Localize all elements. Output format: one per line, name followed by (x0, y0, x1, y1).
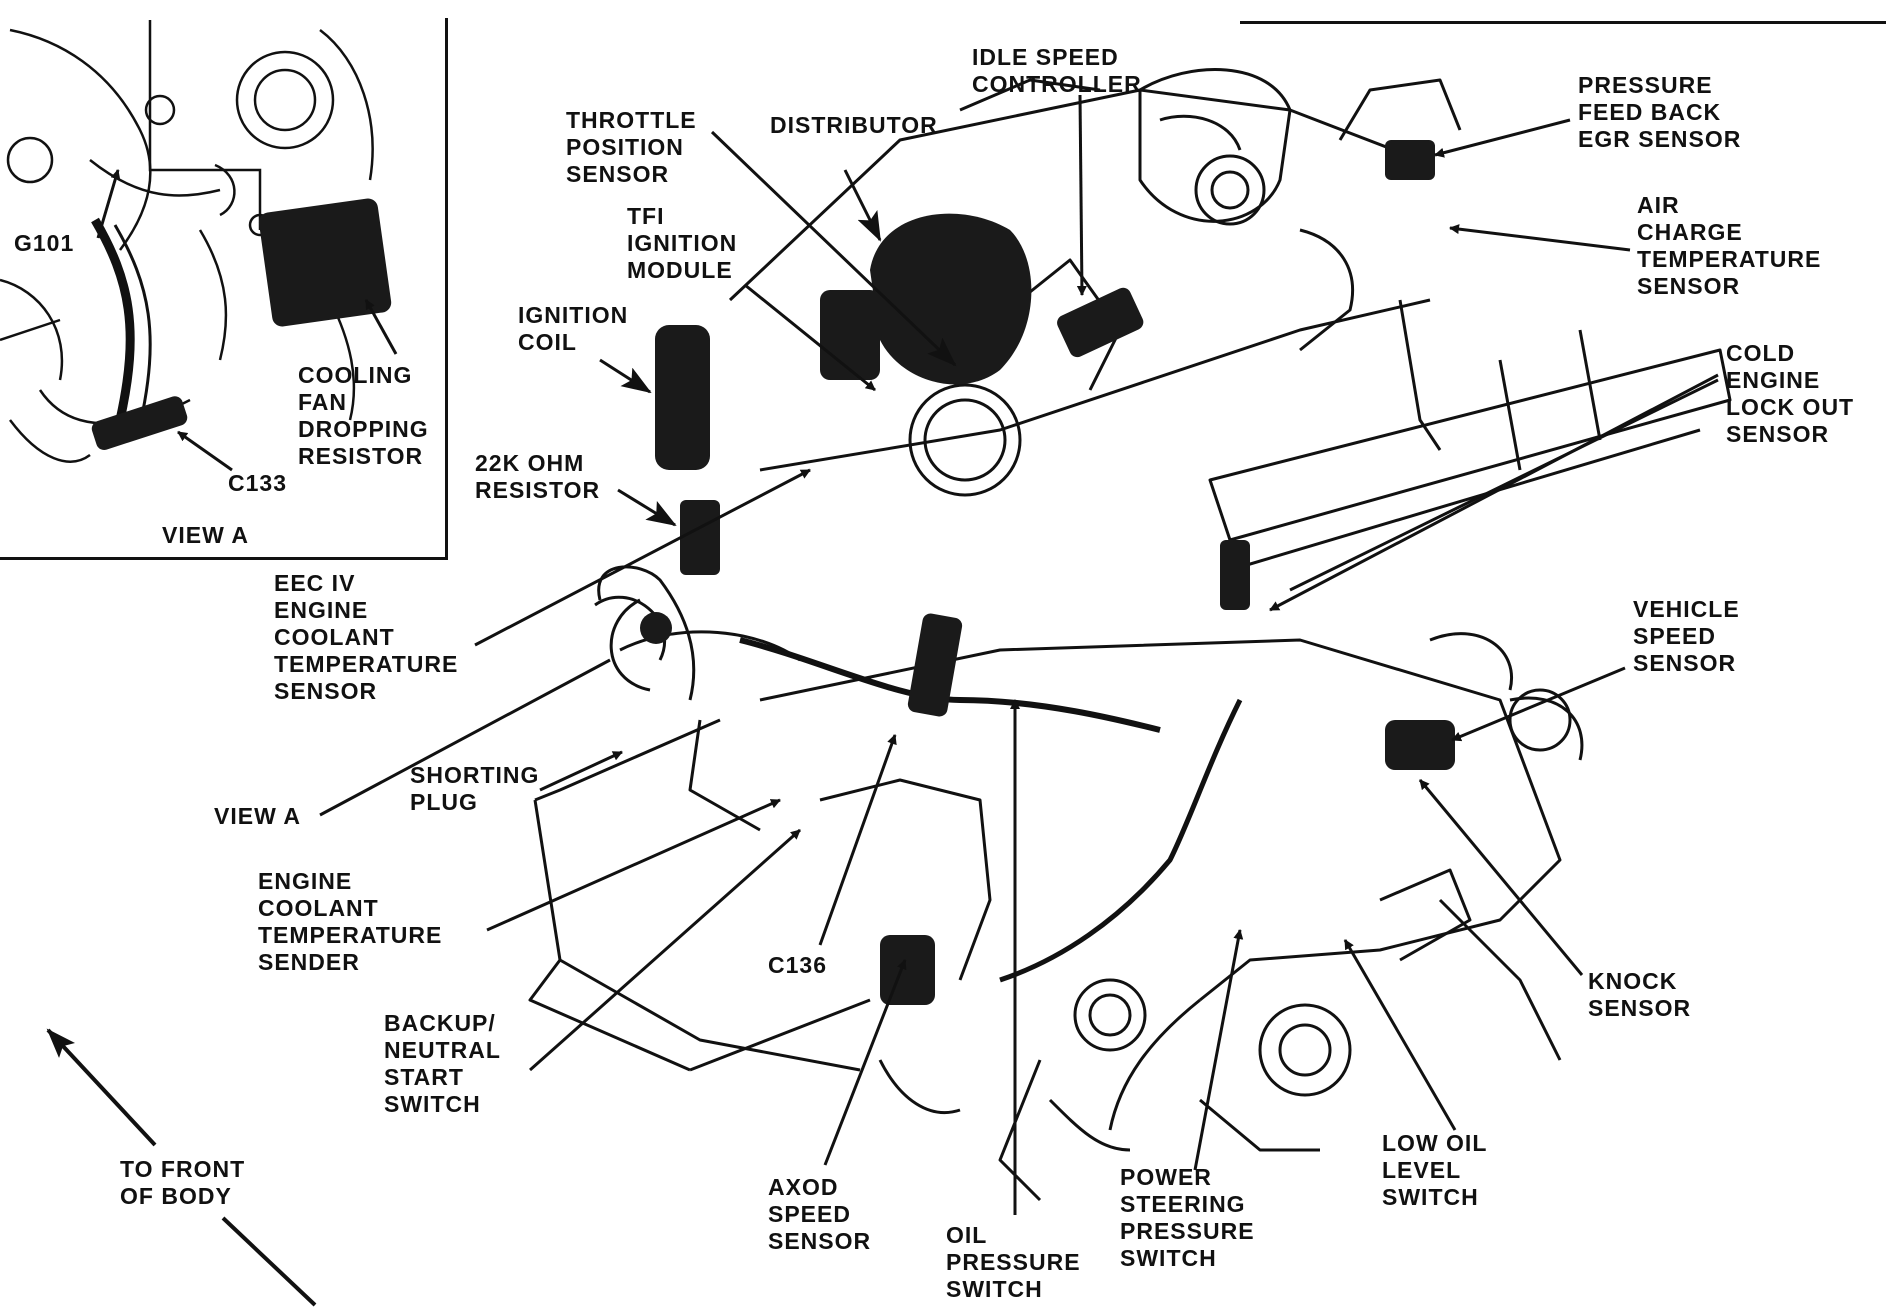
ignition-coil (655, 325, 710, 470)
label-to-front-of-body: TO FRONT OF BODY (120, 1156, 246, 1209)
label-knock-sensor: KNOCK SENSOR (1588, 968, 1692, 1021)
engine-components-dark (640, 140, 1455, 1005)
cold-engine-sensor-body (1220, 540, 1250, 610)
label-low-oil-level-switch: LOW OIL LEVEL SWITCH (1382, 1130, 1488, 1210)
label-oil-pressure-switch: OIL PRESSURE SWITCH (946, 1222, 1081, 1302)
front-direction-arrows (46, 1028, 317, 1307)
label-tfi-ignition-module: TFI IGNITION MODULE (627, 203, 738, 283)
view-a-pointer-shape (597, 565, 696, 701)
shorting-plug-cap (640, 612, 672, 644)
resistor-22k (680, 500, 720, 575)
label-distributor: DISTRIBUTOR (770, 112, 938, 138)
label-c136: C136 (768, 952, 827, 978)
label-c133: C133 (228, 470, 287, 496)
distributor-cap (870, 213, 1032, 385)
label-cold-engine-lock-out-sensor: COLD ENGINE LOCK OUT SENSOR (1726, 340, 1855, 447)
label-throttle-position-sensor: THROTTLE POSITION SENSOR (566, 107, 697, 187)
label-power-steering-pressure-switch: POWER STEERING PRESSURE SWITCH (1120, 1164, 1255, 1271)
label-axod-speed-sensor: AXOD SPEED SENSOR (768, 1174, 872, 1254)
idle-speed-controller-body (1057, 287, 1144, 358)
engine-linework (528, 68, 1732, 1202)
label-pressure-feedback-egr-sensor: PRESSURE FEED BACK EGR SENSOR (1578, 72, 1742, 152)
tfi-module (820, 290, 880, 380)
leader-lines (96, 94, 1719, 1215)
label-engine-coolant-temperature-sender: ENGINE COOLANT TEMPERATURE SENDER (258, 868, 443, 975)
label-backup-neutral-start-switch: BACKUP/ NEUTRAL START SWITCH (384, 1010, 501, 1117)
c133-connector (91, 396, 188, 451)
axod-connector (880, 935, 935, 1005)
vehicle-speed-sensor-body (1385, 720, 1455, 770)
label-ignition-coil: IGNITION COIL (518, 302, 629, 355)
c136-connector (907, 613, 963, 717)
label-eec-iv-coolant-sensor: EEC IV ENGINE COOLANT TEMPERATURE SENSOR (274, 570, 459, 704)
label-vehicle-speed-sensor: VEHICLE SPEED SENSOR (1633, 596, 1740, 676)
top-border-line (1240, 21, 1886, 24)
label-22k-ohm-resistor: 22K OHM RESISTOR (475, 450, 601, 503)
view-a-inset-frame (0, 18, 448, 560)
label-view-a-caption: VIEW A (162, 522, 249, 548)
egr-sensor-block (1385, 140, 1435, 180)
cooling-fan-resistor-block (258, 198, 392, 327)
label-cooling-fan-dropping-resistor: COOLING FAN DROPPING RESISTOR (298, 362, 429, 469)
label-air-charge-temperature-sensor: AIR CHARGE TEMPERATURE SENSOR (1637, 192, 1822, 299)
label-shorting-plug: SHORTING PLUG (410, 762, 540, 815)
label-g101: G101 (14, 230, 75, 256)
label-idle-speed-controller: IDLE SPEED CONTROLLER (972, 44, 1142, 97)
label-view-a-pointer: VIEW A (214, 803, 301, 829)
